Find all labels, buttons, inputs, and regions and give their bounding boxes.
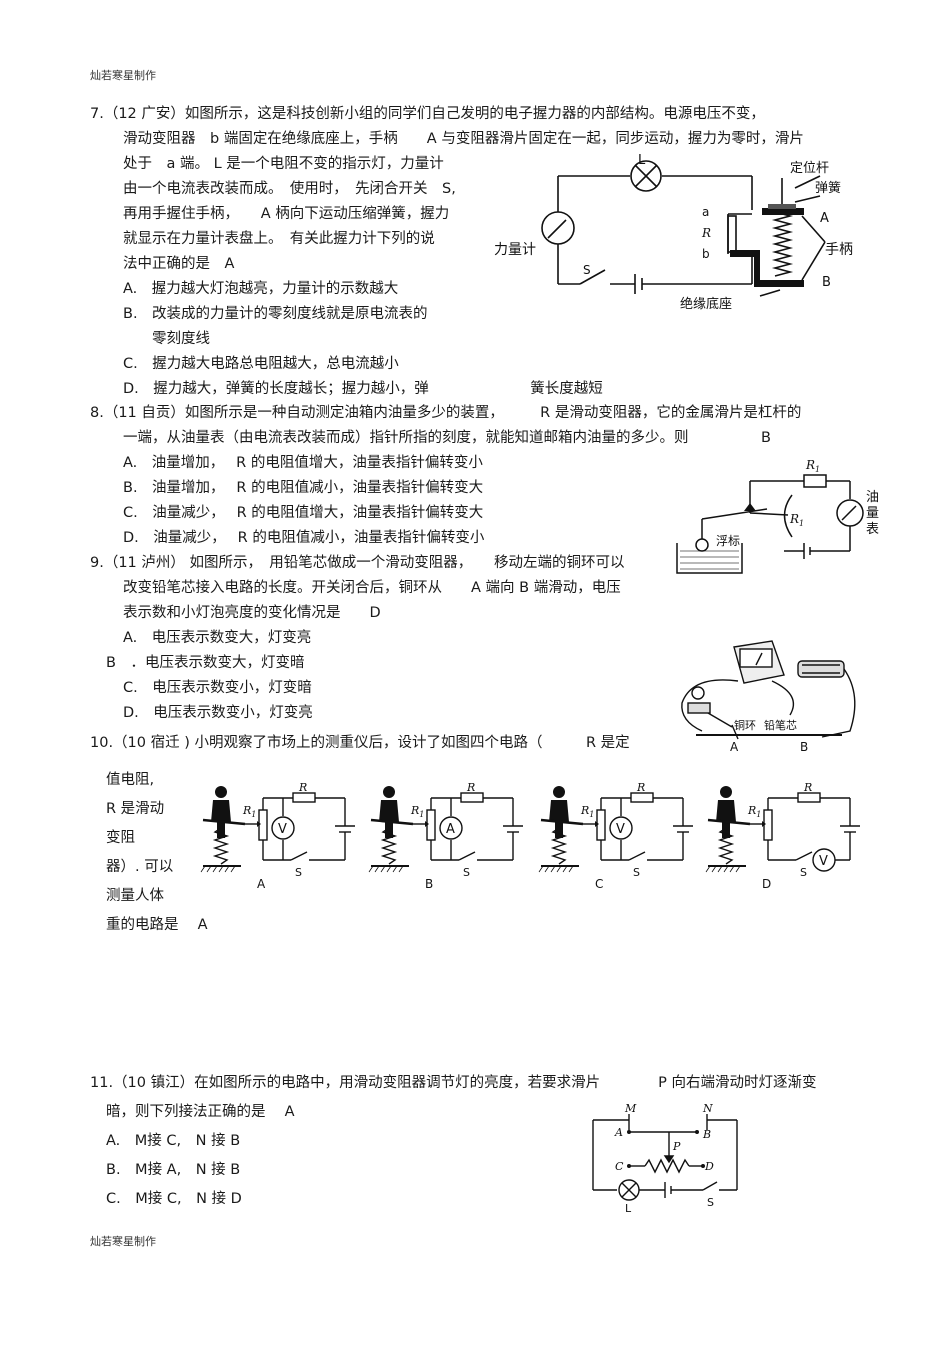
q10-side: R 是滑动	[106, 801, 165, 817]
q7-line: 处于 a 端。 L 是一个电阻不变的指示灯，力量计	[123, 156, 444, 172]
terminal-m-label: M	[624, 1102, 637, 1115]
q11-line: 暗，则下列接法正确的是 A	[106, 1104, 295, 1120]
oil-gauge-label-2: 量	[866, 506, 879, 521]
q10-line: 10.（10 宿迁 ) 小明观察了市场上的测重仪后，设计了如图四个电路（ R 是…	[90, 735, 630, 751]
circuit-a: V R R1S A	[200, 781, 355, 891]
circuit-c: V R R1S C	[538, 781, 693, 891]
meter-symbol: V	[278, 822, 287, 837]
locating-rod-label: 定位杆	[790, 161, 829, 176]
terminal-c-label: C	[615, 1160, 624, 1173]
q9-line: 表示数和小灯泡亮度的变化情况是 D	[123, 605, 381, 621]
lamp-l-label: L	[625, 1202, 632, 1215]
slider-p-label: P	[672, 1140, 681, 1153]
switch-s-label: S	[463, 866, 470, 879]
q7-line: 再用手握住手柄， A 柄向下运动压缩弹簧，握力	[123, 206, 450, 222]
float-label: 浮标	[716, 534, 740, 548]
terminal-d-label: D	[704, 1160, 714, 1173]
meter-symbol: A	[446, 822, 455, 837]
q7-option-b: B. 改装成的力量计的零刻度线就是原电流表的	[123, 306, 428, 322]
rheostat-r1-label: R1	[747, 804, 761, 819]
resistor-r-label: R	[701, 226, 711, 240]
q9-line: 改变铅笔芯接入电路的长度。开关闭合后，铜环从 A 端向 B 端滑动，电压	[123, 580, 621, 596]
q7-line: 由一个电流表改装而成。 使用时， 先闭合开关 S,	[123, 181, 456, 197]
handle-a-label: A	[820, 211, 829, 226]
terminal-a-label: A	[614, 1126, 623, 1139]
q8-option-a: A. 油量增加， R 的电阻值增大，油量表指针偏转变小	[123, 455, 483, 471]
switch-s-label: S	[633, 866, 640, 879]
q7-line: 7.（12 广安）如图所示，这是科技创新小组的同学们自己发明的电子握力器的内部结…	[90, 106, 765, 122]
pencil-lead-label: 铅笔芯	[764, 718, 797, 732]
switch-s-label: S	[707, 1196, 714, 1209]
q11-option-c: C. M接 C, N 接 D	[106, 1191, 242, 1207]
q11-option-b: B. M接 A, N 接 B	[106, 1162, 241, 1178]
page-header: 灿若寒星制作	[90, 69, 156, 82]
resistor-r-label: R	[803, 781, 812, 794]
q10-side: 变阻	[106, 830, 135, 846]
q11-line: 11.（10 镇江）在如图所示的电路中，用滑动变阻器调节灯的亮度，若要求滑片 P…	[90, 1075, 817, 1091]
meter-symbol: V	[819, 854, 828, 869]
q8-option-d: D. 油量减少， R 的电阻值减小，油量表指针偏转变小	[123, 530, 485, 546]
slider-a-label: a	[702, 205, 709, 219]
q8-option-c: C. 油量减少， R 的电阻值增大，油量表指针偏转变大	[123, 505, 484, 521]
q9-option-a: A. 电压表示数变大，灯变亮	[123, 630, 312, 646]
q10-side: 器）. 可以	[106, 859, 174, 875]
oil-gauge-label-3: 表	[866, 522, 879, 537]
switch-s-label: S	[295, 866, 302, 879]
q8-line: 8.（11 自贡）如图所示是一种自动测定油箱内油量多少的装置， R 是滑动变阻器…	[90, 405, 802, 421]
lamp-label: L	[638, 153, 646, 168]
switch-s-label: S	[800, 866, 807, 879]
q7-option-d: D. 握力越大，弹簧的长度越长；握力越小，弹 簧长度越短	[123, 381, 603, 397]
rheostat-r1-label: R1	[242, 804, 256, 819]
q9-option-d: D. 电压表示数变小，灯变亮	[123, 705, 313, 721]
q9-line: 9.（11 泸州） 如图所示， 用铅笔芯做成一个滑动变阻器， 移动左端的铜环可以	[90, 555, 625, 571]
weight-scale-circuits: V R R1S A A R R1S B V R R1S C V R R1S D	[200, 781, 860, 891]
q7-option-c: C. 握力越大电路总电阻越大，总电流越小	[123, 356, 399, 372]
q8-line: 一端，从油量表（由电流表改装而成）指针所指的刻度，就能知道邮箱内油量的多少。则 …	[123, 430, 771, 446]
circuit-d: V R R1S D	[705, 781, 860, 891]
q7-line: 滑动变阻器 b 端固定在绝缘底座上，手柄 A 与变阻器滑片固定在一起，同步运动，…	[123, 131, 804, 147]
q10-side: 重的电路是 A	[106, 917, 208, 933]
q9-option-c: C. 电压表示数变小，灯变暗	[123, 680, 312, 696]
r1-label: R1	[789, 512, 804, 528]
resistor-r-label: R	[636, 781, 645, 794]
resistor-r-label: R	[298, 781, 307, 794]
slider-b-label: b	[702, 247, 710, 261]
handle-label: 手柄	[825, 242, 853, 258]
q10-side: 测量人体	[106, 888, 164, 904]
circuit-b: A R R1S B	[368, 781, 523, 891]
oil-gauge-label-1: 油	[866, 490, 879, 505]
copper-ring-label: 铜环	[734, 718, 756, 732]
spring-label: 弹簧	[815, 180, 841, 196]
grip-meter-circuit-diagram: L 定位杆 弹簧 A a R b 力量计 手柄 S B 绝缘底座	[494, 153, 853, 312]
circuit-option-label: A	[257, 877, 266, 891]
switch-s-label: S	[583, 263, 591, 277]
point-b-label: B	[800, 740, 808, 753]
circuit-option-label: B	[425, 877, 433, 891]
q9-option-b: B ．电压表示数变大，灯变暗	[106, 655, 305, 671]
page-footer: 灿若寒星制作	[90, 1235, 156, 1248]
q7-option-b-cont: 零刻度线	[123, 331, 210, 347]
rheostat-r1-label: R1	[580, 804, 594, 819]
q7-line: 就显示在力量计表盘上。 有关此握力计下列的说	[123, 231, 435, 247]
insulating-base-label: 绝缘底座	[680, 296, 732, 312]
q8-option-b: B. 油量增加， R 的电阻值减小，油量表指针偏转变大	[123, 480, 484, 496]
point-a-label: A	[730, 740, 739, 753]
r1-top-label: R1	[805, 458, 820, 474]
q7-line: 法中正确的是 A	[123, 256, 235, 272]
terminal-b-label: B	[702, 1128, 711, 1141]
force-meter-label: 力量计	[494, 242, 536, 258]
circuit-option-label: C	[595, 877, 603, 891]
meter-symbol: V	[616, 822, 625, 837]
pencil-rheostat-diagram: 铜环 铅笔芯 A B	[681, 640, 856, 753]
rheostat-r1-label: R1	[410, 804, 424, 819]
oil-gauge-diagram: R1 R1 浮标 油 量 表	[676, 458, 879, 574]
circuit-option-label: D	[762, 877, 771, 891]
q11-option-a: A. M接 C, N 接 B	[106, 1133, 241, 1149]
handle-b-label: B	[822, 275, 831, 290]
resistor-r-label: R	[466, 781, 475, 794]
q10-side: 值电阻,	[106, 772, 155, 788]
q7-option-a: A. 握力越大灯泡越亮，力量计的示数越大	[123, 281, 399, 297]
lamp-rheostat-circuit: M N A B P C D L S	[592, 1102, 738, 1215]
terminal-n-label: N	[702, 1102, 713, 1115]
